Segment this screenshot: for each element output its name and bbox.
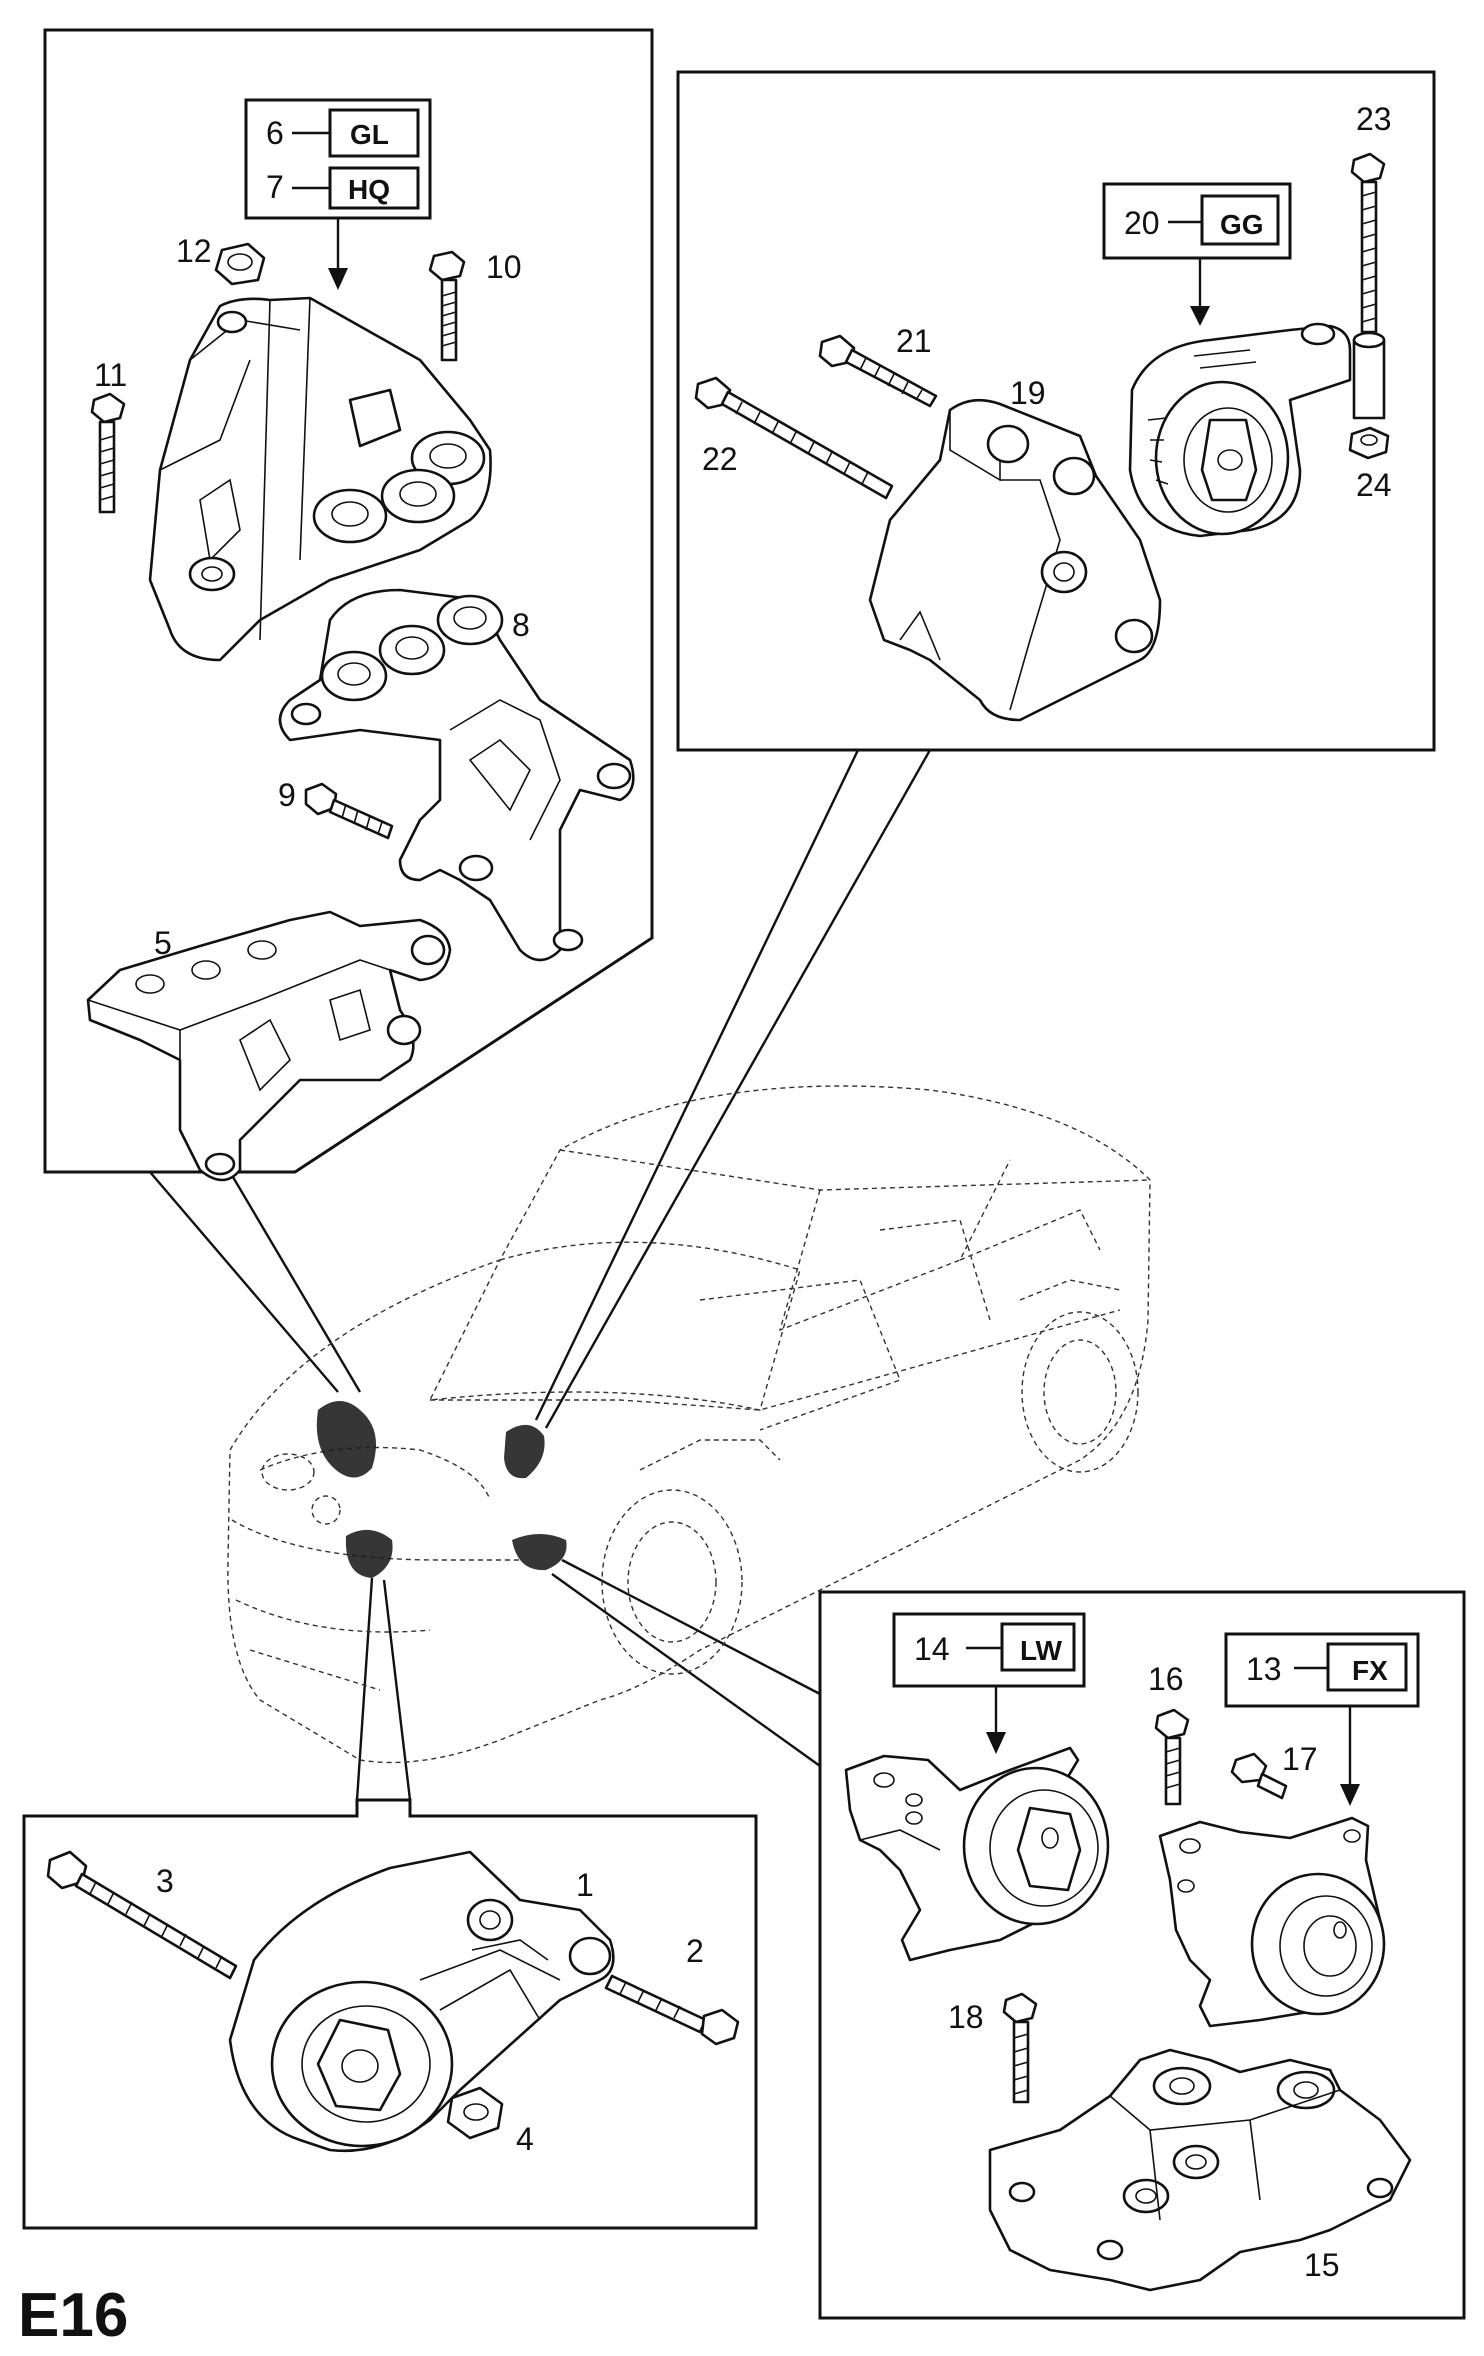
bolt-11-icon [90, 392, 126, 514]
callout-7: 7 [266, 169, 284, 205]
code-gg: GG [1220, 209, 1264, 240]
callout-20: 20 [1124, 205, 1160, 241]
callout-1: 1 [576, 1867, 594, 1903]
callout-10: 10 [486, 249, 522, 285]
engine-mount-14 [844, 1746, 1110, 1962]
engine-mount-bracket-5 [86, 910, 452, 1182]
callout-13: 13 [1246, 1651, 1282, 1687]
callout-19: 19 [1010, 375, 1046, 411]
callout-6: 6 [266, 115, 284, 151]
bolt-9-icon [304, 782, 394, 840]
nut-4-icon [446, 2086, 504, 2140]
bolt-3-icon [46, 1850, 238, 1980]
engine-mount-upper-bracket [148, 296, 492, 662]
engine-mount-bracket-19 [868, 398, 1162, 722]
callout-4: 4 [516, 2121, 534, 2157]
bolt-2-icon [604, 1974, 740, 2046]
callout-8: 8 [512, 607, 530, 643]
bolt-18-icon [1002, 1992, 1038, 2104]
callout-5: 5 [154, 925, 172, 961]
code-fx: FX [1352, 1655, 1388, 1686]
spacer-and-nut-24-icon [1348, 331, 1390, 460]
callout-24: 24 [1356, 467, 1392, 503]
page-id: E16 [18, 2281, 128, 2350]
panel-top-left-frame [43, 28, 654, 1174]
bolt-23-icon [1350, 152, 1386, 334]
panel-top-right-frame [676, 70, 1436, 752]
code-box-group-fx [1224, 1632, 1420, 1806]
engine-mount-1 [228, 1850, 615, 2153]
callout-3: 3 [156, 1863, 174, 1899]
engine-mount-bracket-8 [278, 588, 635, 962]
callout-17: 17 [1282, 1741, 1318, 1777]
engine-mount-bracket-15 [988, 2048, 1412, 2292]
engine-mount-13 [1158, 1816, 1386, 2028]
panel-bottom-right-frame [818, 1590, 1466, 2320]
callout-9: 9 [278, 777, 296, 813]
engine-mount-20 [1128, 322, 1352, 538]
callout-14: 14 [914, 1631, 950, 1667]
code-box-group-lw [892, 1612, 1086, 1754]
mount-location-markers [316, 1401, 567, 1578]
code-hq: HQ [348, 174, 390, 205]
callout-16: 16 [1148, 1661, 1184, 1697]
callout-22: 22 [702, 441, 738, 477]
nut-12-icon [214, 242, 266, 286]
code-lw: LW [1020, 1635, 1063, 1666]
bolt-21-icon [818, 334, 938, 408]
bolt-22-icon [694, 376, 894, 500]
code-gl: GL [350, 119, 389, 150]
callout-18: 18 [948, 1999, 984, 2035]
callout-23: 23 [1356, 101, 1392, 137]
code-box-group-gg [1102, 182, 1292, 326]
panel-bottom-left-frame [22, 1798, 758, 2230]
callout-2: 2 [686, 1933, 704, 1969]
callout-21: 21 [896, 323, 932, 359]
bolt-16-icon [1154, 1708, 1190, 1806]
callout-11: 11 [94, 357, 127, 393]
callout-15: 15 [1304, 2247, 1340, 2283]
panel-leaders [149, 749, 932, 1801]
bolt-10-icon [428, 250, 466, 362]
car-outline [227, 1085, 1151, 1764]
code-box-group-gl-hq [244, 98, 432, 290]
callout-12: 12 [176, 233, 212, 269]
bolt-17-icon [1230, 1752, 1288, 1800]
